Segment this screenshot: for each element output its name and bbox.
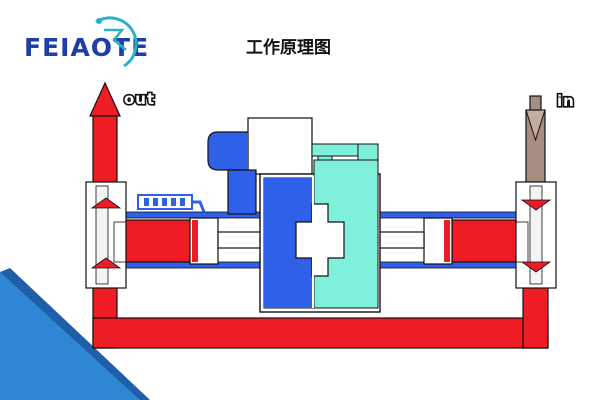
logo: FEIAOTE [24, 16, 149, 68]
out-port-label: out [124, 90, 155, 108]
corner-decoration [0, 268, 150, 400]
in-port-label: in [557, 92, 575, 110]
pump-body [259, 159, 381, 313]
left-fluid-chamber [125, 217, 219, 265]
outlet-manifold [92, 114, 549, 349]
in-arrow-icon [525, 95, 546, 183]
feiaote-logo-icon [95, 16, 138, 68]
page-title: 工作原理图 [246, 37, 331, 58]
left-check-valve-block [85, 181, 127, 289]
muffler [137, 194, 206, 213]
logo-text: FEIAOTE [24, 33, 149, 62]
right-fluid-chamber [423, 217, 517, 265]
out-arrow-icon [89, 81, 121, 117]
right-check-valve-block [515, 181, 557, 289]
